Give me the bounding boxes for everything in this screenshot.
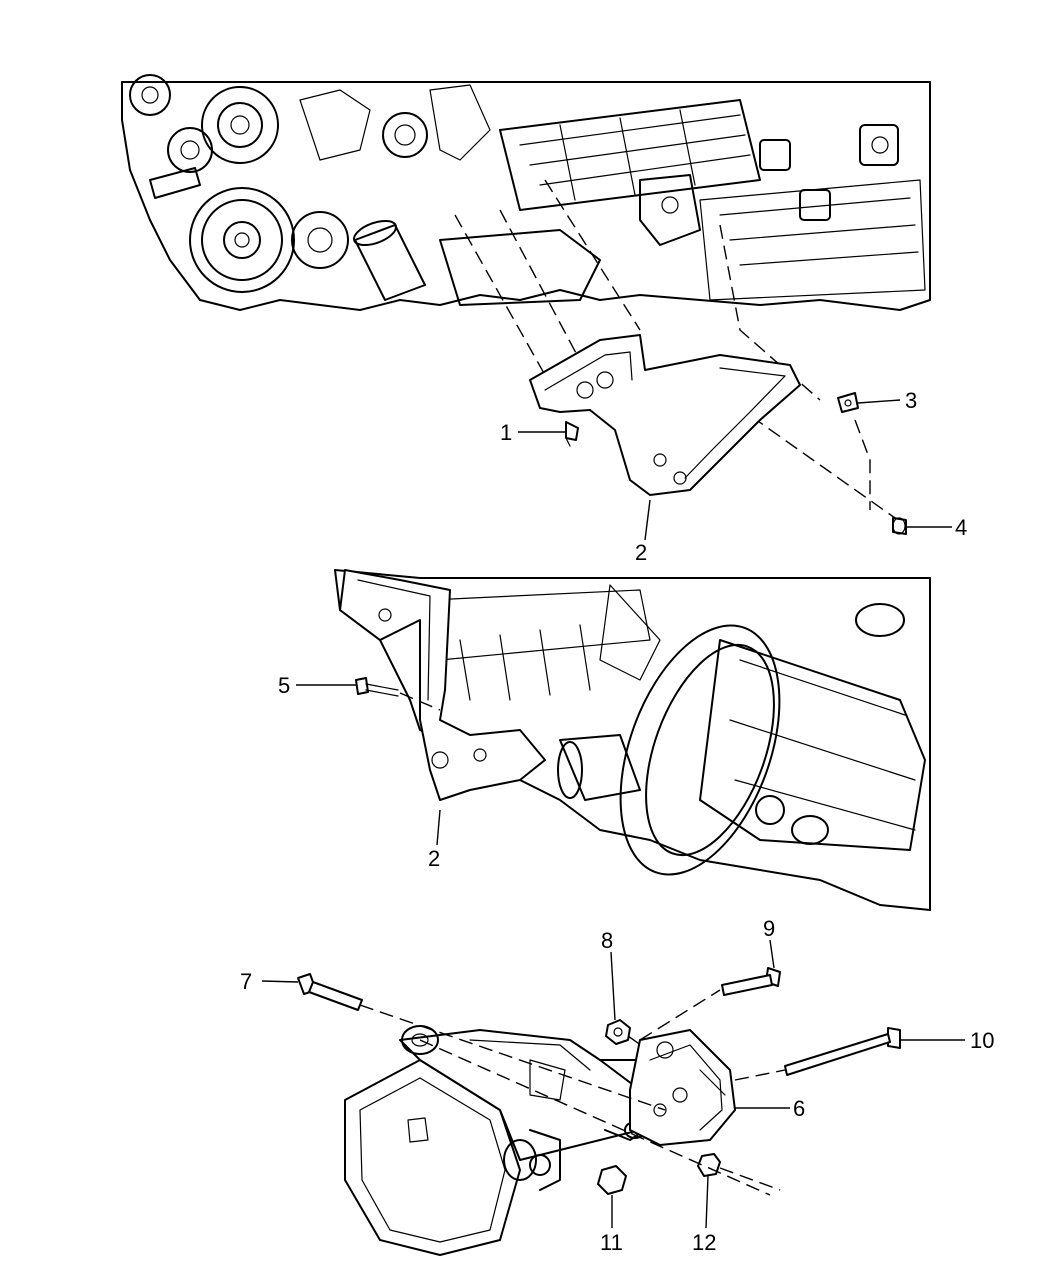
callout-5: 5 (278, 673, 290, 698)
bolt-part-1 (565, 421, 579, 447)
callout-7: 7 (240, 969, 252, 994)
callout-9: 9 (763, 916, 775, 941)
bolt-part-10 (784, 1027, 901, 1076)
callout-2-upper: 2 (635, 540, 647, 565)
engine-mount-bracket-part (529, 334, 801, 496)
callout-2-lower: 2 (428, 846, 440, 871)
clip-part-3 (837, 392, 859, 413)
callout-3: 3 (905, 388, 917, 413)
callout-1: 1 (500, 420, 512, 445)
bolt-part-7 (297, 973, 363, 1011)
nut-part-11 (597, 1165, 627, 1195)
callout-10: 10 (970, 1028, 994, 1053)
bolt-part-9 (721, 967, 781, 996)
callout-4: 4 (955, 515, 967, 540)
axle-housing-part (344, 1025, 661, 1256)
engine-assembly-drawing (121, 74, 931, 311)
axle-mount-bracket-part-6 (629, 1029, 736, 1146)
callout-6: 6 (793, 1096, 805, 1121)
engine-mount-bracket-lower-part (339, 569, 546, 801)
callout-8: 8 (601, 928, 613, 953)
callout-12: 12 (692, 1230, 716, 1255)
nut-part-8 (605, 1019, 631, 1045)
callout-11: 11 (600, 1230, 623, 1255)
bolt-part-4 (892, 517, 907, 535)
bolt-part-5 (355, 677, 399, 697)
